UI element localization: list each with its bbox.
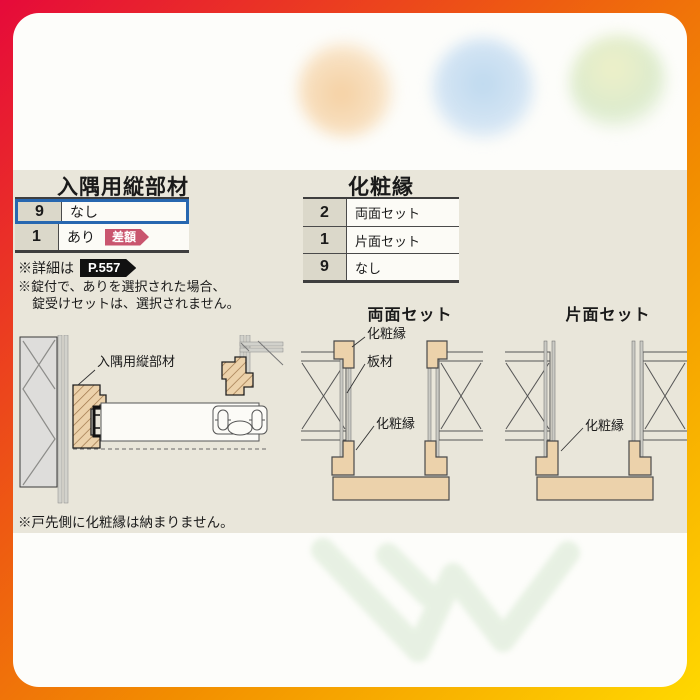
door-edge-note: ※戸先側に化粧縁は納まりません。 bbox=[18, 515, 234, 530]
decor-circle-green bbox=[570, 35, 666, 131]
latch-keeper bbox=[92, 405, 105, 438]
left-table-bottom-rule bbox=[15, 250, 189, 253]
floor-board bbox=[332, 476, 450, 501]
option-row-trim-both[interactable]: 2 両面セット bbox=[303, 199, 459, 226]
option-code: 9 bbox=[18, 202, 62, 221]
option-label: 片面セット bbox=[355, 233, 421, 249]
right-table-bottom-rule bbox=[303, 280, 459, 283]
detail-note-text: ※詳細は bbox=[18, 260, 74, 276]
single-side-title: 片面セット bbox=[565, 307, 651, 324]
corner-vertical-member bbox=[72, 384, 107, 449]
option-code: 2 bbox=[303, 199, 347, 226]
single-side-diagram: 化粧縁 bbox=[505, 340, 687, 501]
page-panel: 入隅用縦部材 9 なし 1 あり 差額 ※詳細は P.557 ※錠付で、ありを選… bbox=[13, 13, 687, 687]
page-reference-badge[interactable]: P.557 bbox=[80, 259, 137, 277]
left-section-title: 入隅用縦部材 bbox=[57, 176, 189, 199]
option-row-trim-none[interactable]: 9 なし bbox=[303, 253, 459, 280]
both-sides-diagram: 化粧縁 板材 化粧縁 bbox=[301, 326, 483, 501]
decor-circle-blue bbox=[432, 38, 534, 140]
watermark-logo bbox=[311, 538, 580, 662]
option-label: あり bbox=[67, 229, 95, 245]
trim-block-bottom-right bbox=[424, 440, 448, 476]
label-trim-top: 化粧縁 bbox=[367, 326, 406, 341]
corner-member-diagram: 入隅用縦部材 bbox=[19, 335, 284, 504]
option-row-corner-with[interactable]: 1 あり 差額 bbox=[15, 224, 189, 250]
trim-block-top-left bbox=[333, 340, 355, 369]
option-row-trim-single[interactable]: 1 片面セット bbox=[303, 226, 459, 253]
diagram-label-corner-member: 入隅用縦部材 bbox=[97, 354, 175, 369]
option-label: なし bbox=[355, 260, 382, 276]
option-code: 1 bbox=[303, 227, 347, 253]
right-table-top-rule bbox=[303, 197, 459, 199]
trim-block-bottom-left bbox=[535, 440, 559, 476]
lock-note-line1: ※錠付で、ありを選択された場合、 bbox=[18, 279, 226, 294]
label-trim: 化粧縁 bbox=[585, 418, 624, 433]
both-sides-title: 両面セット bbox=[367, 307, 453, 324]
wall-slab bbox=[19, 336, 58, 488]
option-code: 1 bbox=[15, 224, 59, 250]
trim-block-bottom-right bbox=[628, 440, 652, 476]
right-section-title: 化粧縁 bbox=[348, 176, 414, 199]
floor-board bbox=[536, 476, 654, 501]
decor-circle-orange bbox=[298, 41, 394, 137]
left-table-top-rule bbox=[15, 197, 189, 199]
option-label: なし bbox=[70, 203, 98, 220]
label-board: 板材 bbox=[367, 354, 393, 369]
detail-note: ※詳細は P.557 bbox=[18, 258, 137, 278]
option-code: 9 bbox=[303, 254, 347, 280]
option-row-corner-none[interactable]: 9 なし bbox=[15, 199, 189, 224]
label-trim-bottom: 化粧縁 bbox=[376, 416, 415, 431]
lock-knob bbox=[227, 420, 253, 436]
lock-note-line2: 錠受けセットは、選択されません。 bbox=[32, 296, 240, 311]
trim-block-top-right bbox=[426, 340, 448, 369]
price-difference-badge: 差額 bbox=[105, 228, 150, 246]
trim-piece bbox=[221, 356, 254, 396]
option-label: 両面セット bbox=[355, 206, 421, 221]
trim-block-bottom-left bbox=[331, 440, 355, 476]
